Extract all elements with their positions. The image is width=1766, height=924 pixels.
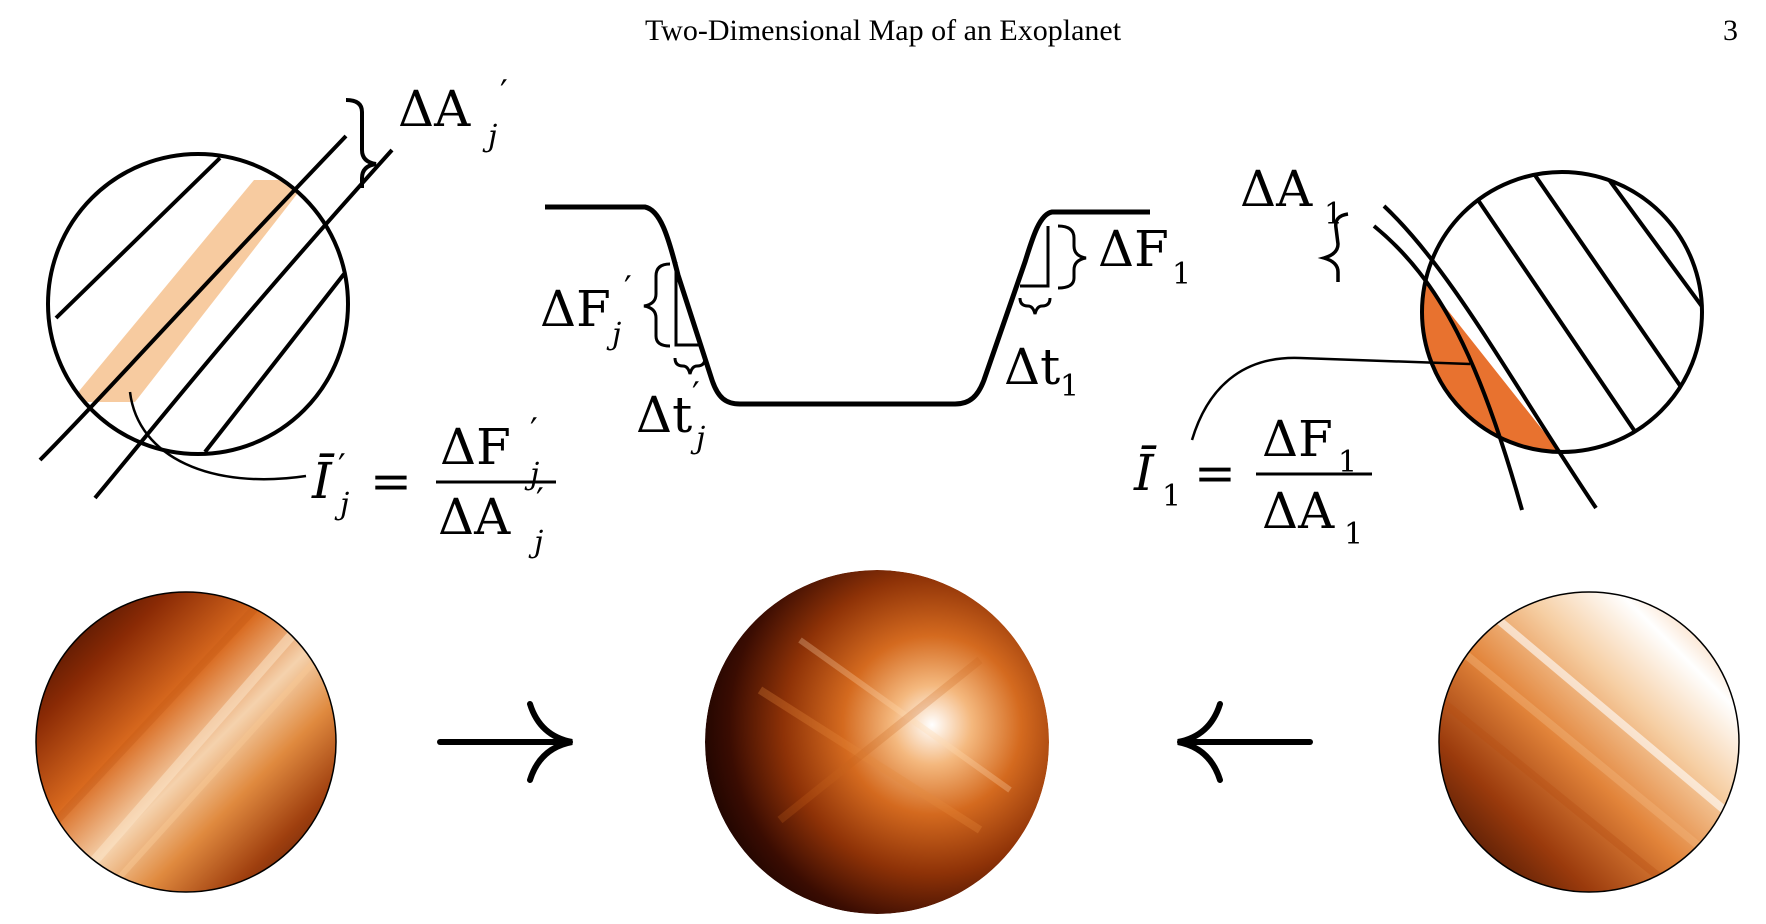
brace-t-1 <box>1018 297 1052 315</box>
chord-line <box>93 148 394 500</box>
page-number: 3 <box>1723 14 1738 47</box>
label-delta-f-1-sub: 1 <box>1172 257 1191 292</box>
label-delta-a-j-sub: j <box>482 119 497 154</box>
planet-disk-left <box>46 152 350 456</box>
chord-line <box>38 134 348 462</box>
chord-line <box>203 272 346 454</box>
map-outline <box>35 591 337 893</box>
highlighted-strip-j <box>70 180 308 402</box>
label-delta-f-1: ΔF <box>1098 220 1169 278</box>
combined-map <box>705 570 1049 914</box>
eq-j-den-sub: j <box>528 525 543 560</box>
label-delta-f-j: ΔF <box>540 280 611 338</box>
eq-1-numerator: ΔF <box>1262 410 1333 468</box>
brace-f-j <box>643 262 671 348</box>
label-delta-t-j-sub: j <box>690 421 705 456</box>
brace-f-1 <box>1057 224 1087 290</box>
eq-j-lhs: Ī <box>311 452 335 510</box>
brace-t-j <box>673 357 707 375</box>
running-title: Two-Dimensional Map of an Exoplanet <box>644 14 1122 47</box>
eq-1-lhs: Ī <box>1133 444 1157 502</box>
eq-1-denominator: ΔA <box>1262 482 1335 540</box>
eq-j-lhs-sub: j <box>334 487 349 522</box>
eq-1-den-sub: 1 <box>1344 517 1363 552</box>
planet-disk-right <box>1420 170 1704 454</box>
slope-triangle-j <box>674 262 700 347</box>
chord-line <box>1372 224 1524 511</box>
chord-line <box>1528 172 1692 402</box>
label-delta-a-1-sub: 1 <box>1324 197 1343 232</box>
eq-1-equals: = <box>1194 444 1236 502</box>
label-delta-t-1-sub: 1 <box>1060 369 1079 404</box>
slope-triangle-1 <box>1020 226 1050 288</box>
arrow-left-icon <box>1177 701 1313 783</box>
eq-j-num-prime: ′ <box>530 411 538 451</box>
eq-1-lhs-sub: 1 <box>1162 479 1181 514</box>
map-projection-j <box>36 592 336 892</box>
eq-1-num-sub: 1 <box>1338 445 1357 480</box>
label-delta-a-j-prime: ′ <box>500 73 508 113</box>
label-delta-t-j-prime: ′ <box>692 375 700 415</box>
page-header: Two-Dimensional Map of an Exoplanet 3 <box>0 14 1766 58</box>
brace-a-j <box>345 98 377 188</box>
map-projection-1 <box>1439 592 1739 892</box>
leader-line-1 <box>1190 356 1471 441</box>
chord-line <box>54 156 222 320</box>
eq-j-equals: = <box>370 452 412 510</box>
label-delta-f-j-prime: ′ <box>624 269 632 309</box>
label-delta-a-j: ΔA <box>398 80 471 138</box>
transit-light-curve: ΔF ′ j ΔF 1 Δt ′ j Δt 1 <box>540 204 1191 456</box>
map-row <box>35 570 1740 914</box>
left-schematic: ΔA ′ j Ī ′ j = ΔF ′ j ΔA ′ j <box>38 73 556 560</box>
right-schematic: ΔA 1 Ī 1 = ΔF 1 ΔA 1 <box>1133 160 1704 552</box>
eq-j-numerator: ΔF <box>440 418 511 476</box>
eq-j-den-prime: ′ <box>536 481 544 521</box>
eq-j-lhs-prime: ′ <box>338 447 346 487</box>
eq-j-denominator: ΔA <box>438 488 511 546</box>
chord-line <box>1594 172 1702 314</box>
label-delta-a-1: ΔA <box>1240 160 1313 218</box>
label-delta-t-1: Δt <box>1004 338 1060 396</box>
light-curve <box>545 204 1150 407</box>
leader-line-j <box>128 391 307 481</box>
arrow-right-icon <box>437 701 573 783</box>
chord-line <box>1476 198 1640 438</box>
map-outline <box>1438 591 1740 893</box>
chord-line <box>1382 204 1598 510</box>
brace-a-1 <box>1317 212 1349 282</box>
label-delta-t-j: Δt <box>636 386 692 444</box>
